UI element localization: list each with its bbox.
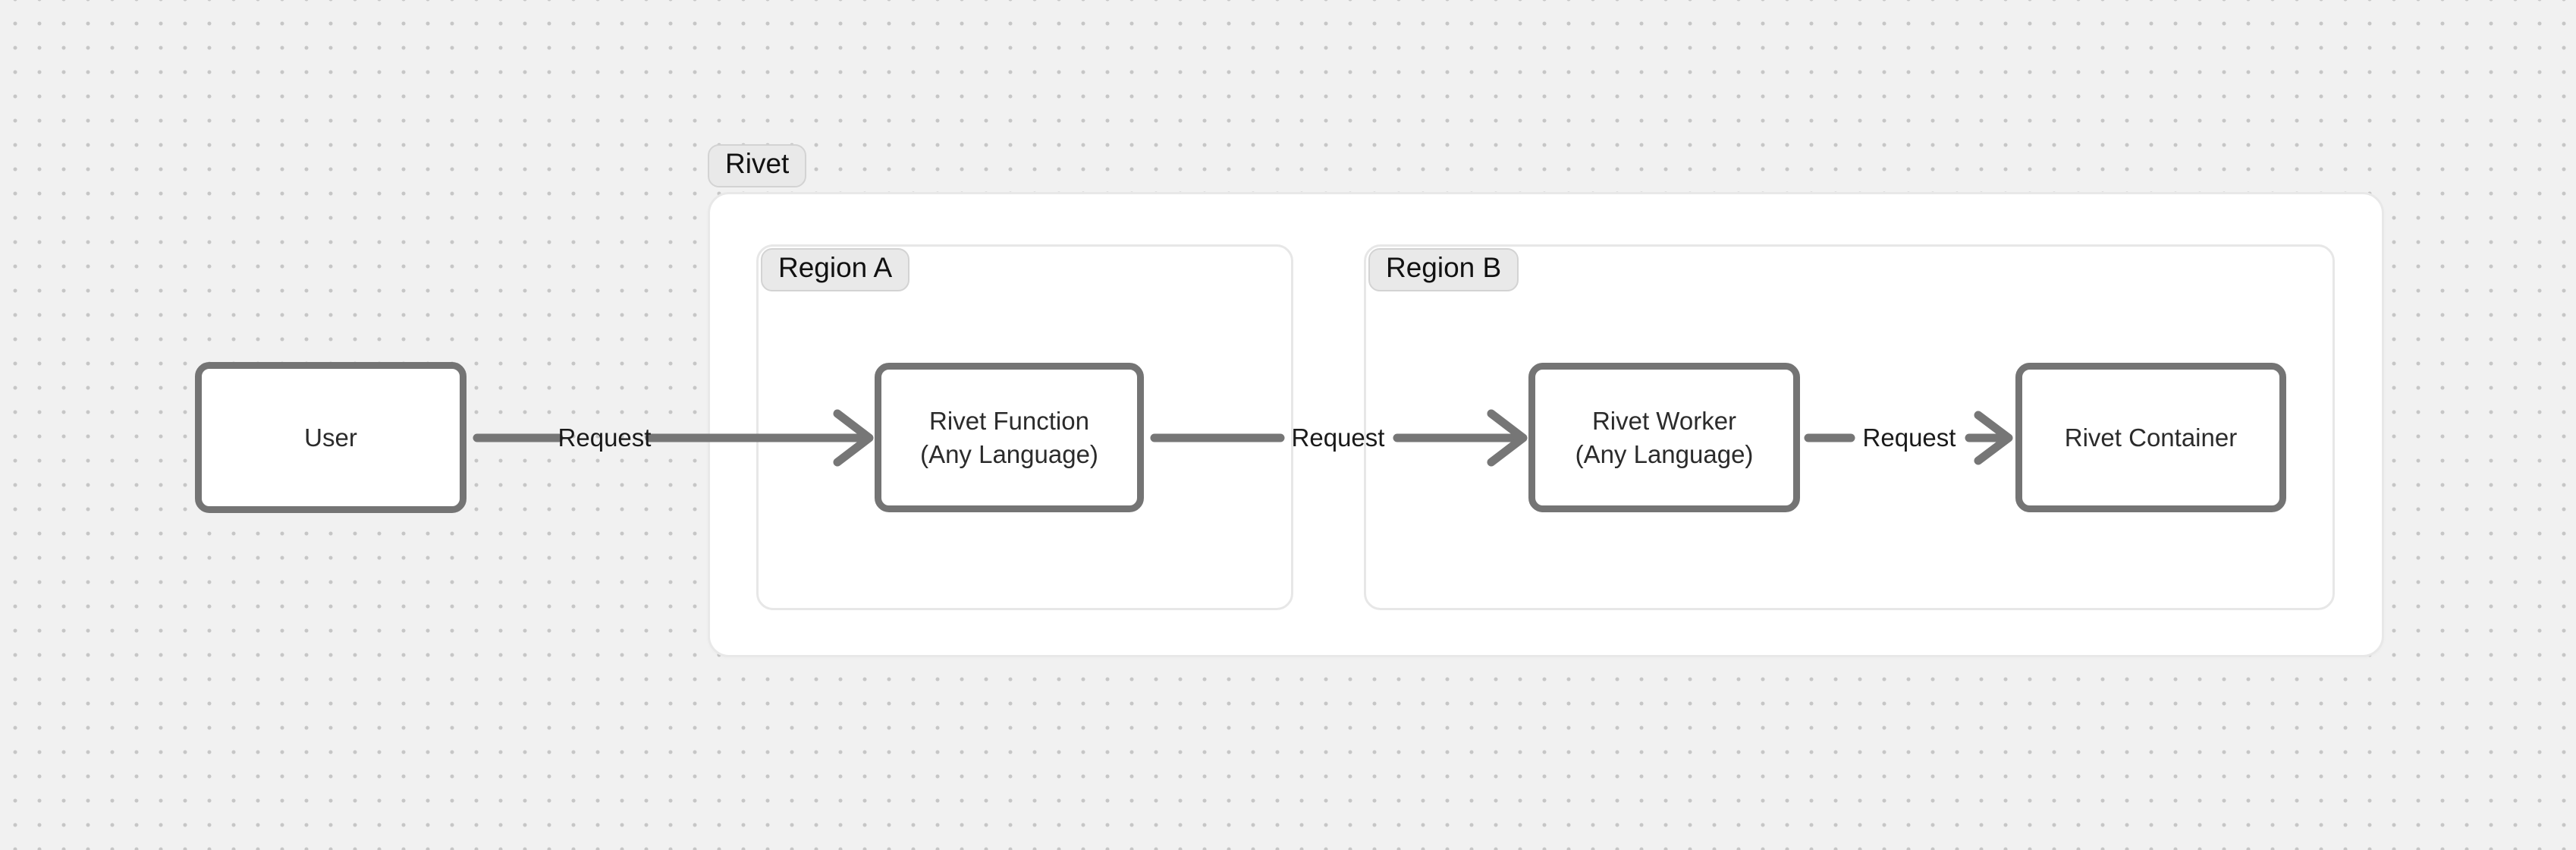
node-rivet-worker: Rivet Worker (Any Language) bbox=[1528, 363, 1800, 512]
node-rivet-function-label-line1: Rivet Function bbox=[929, 406, 1089, 435]
node-rivet-container-label: Rivet Container bbox=[2064, 423, 2238, 452]
node-user: User bbox=[195, 362, 467, 513]
node-user-label: User bbox=[304, 423, 357, 452]
node-rivet-container: Rivet Container bbox=[2015, 363, 2286, 512]
node-rivet-worker-label-line2: (Any Language) bbox=[1575, 439, 1754, 468]
edge-label-request-3: Request bbox=[1862, 423, 1956, 452]
edge-label-request-2: Request bbox=[1291, 423, 1385, 452]
rivet-group-label: Rivet bbox=[708, 144, 807, 187]
node-rivet-worker-label-line1: Rivet Worker bbox=[1591, 406, 1737, 435]
edge-label-request-1: Request bbox=[558, 423, 652, 452]
region-a-label: Region A bbox=[761, 248, 910, 291]
node-rivet-function: Rivet Function (Any Language) bbox=[875, 363, 1144, 512]
node-rivet-function-label-line2: (Any Language) bbox=[920, 439, 1098, 468]
region-b-label: Region B bbox=[1368, 248, 1519, 291]
